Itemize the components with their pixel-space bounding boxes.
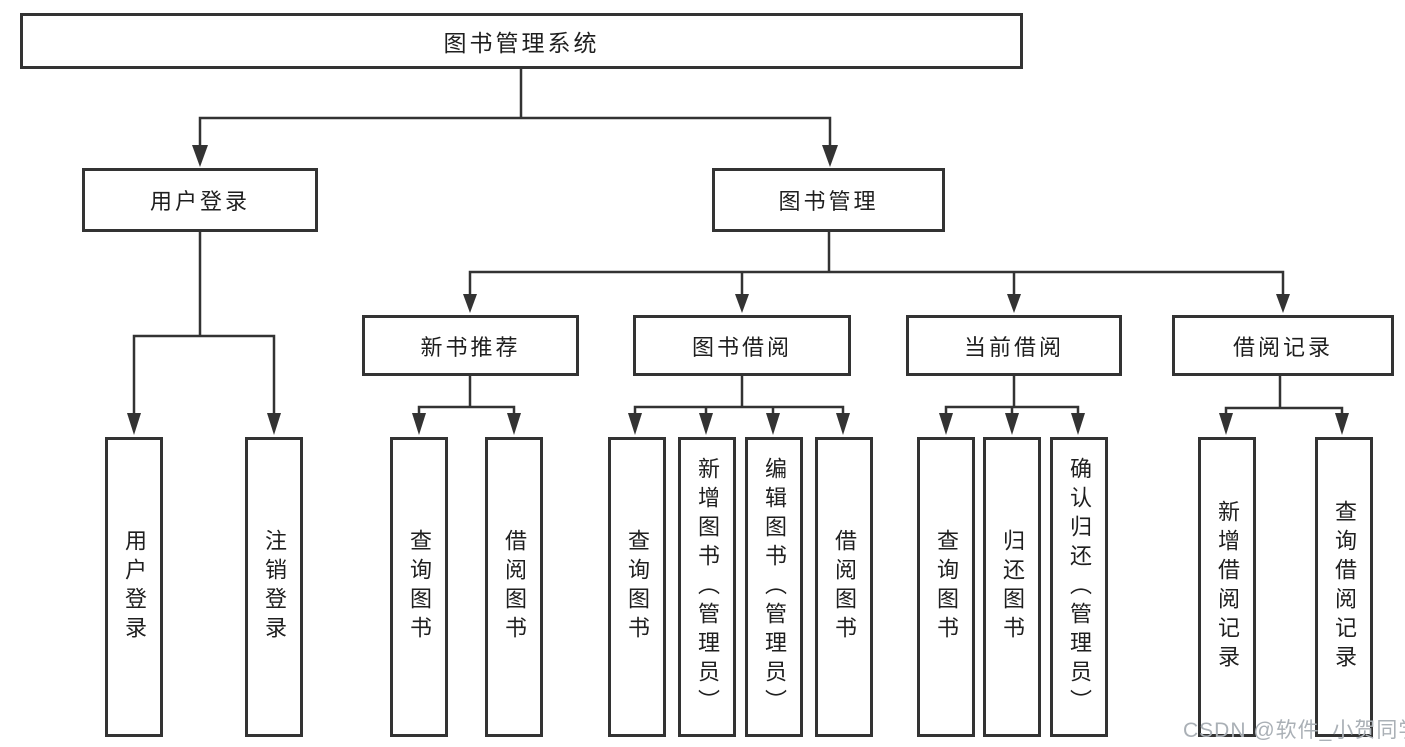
node-current-borrowing: 当前借阅 — [906, 315, 1122, 376]
node-book-borrowing: 图书借阅 — [633, 315, 851, 376]
node-library-management-system: 图书管理系统 — [20, 13, 1023, 69]
node-logout: 注销登录 — [245, 437, 303, 737]
node-return-books: 归还图书 — [983, 437, 1041, 737]
node-query-books-3: 查询图书 — [917, 437, 975, 737]
node-query-books-1: 查询图书 — [390, 437, 448, 737]
node-book-management: 图书管理 — [712, 168, 945, 232]
node-edit-books-admin: 编辑图书（管理员） — [745, 437, 803, 737]
node-query-books-2: 查询图书 — [608, 437, 666, 737]
csdn-watermark: CSDN @软件_小贺同学 — [1183, 719, 1405, 742]
node-user-login: 用户登录 — [82, 168, 318, 232]
node-add-borrow-record: 新增借阅记录 — [1198, 437, 1256, 737]
node-query-borrow-record: 查询借阅记录 — [1315, 437, 1373, 737]
node-borrow-books-1: 借阅图书 — [485, 437, 543, 737]
node-confirm-return-admin: 确认归还（管理员） — [1050, 437, 1108, 737]
node-add-books-admin: 新增图书（管理员） — [678, 437, 736, 737]
node-new-book-recommend: 新书推荐 — [362, 315, 579, 376]
node-borrow-books-2: 借阅图书 — [815, 437, 873, 737]
node-user-login-leaf: 用户登录 — [105, 437, 163, 737]
node-borrowing-records: 借阅记录 — [1172, 315, 1394, 376]
